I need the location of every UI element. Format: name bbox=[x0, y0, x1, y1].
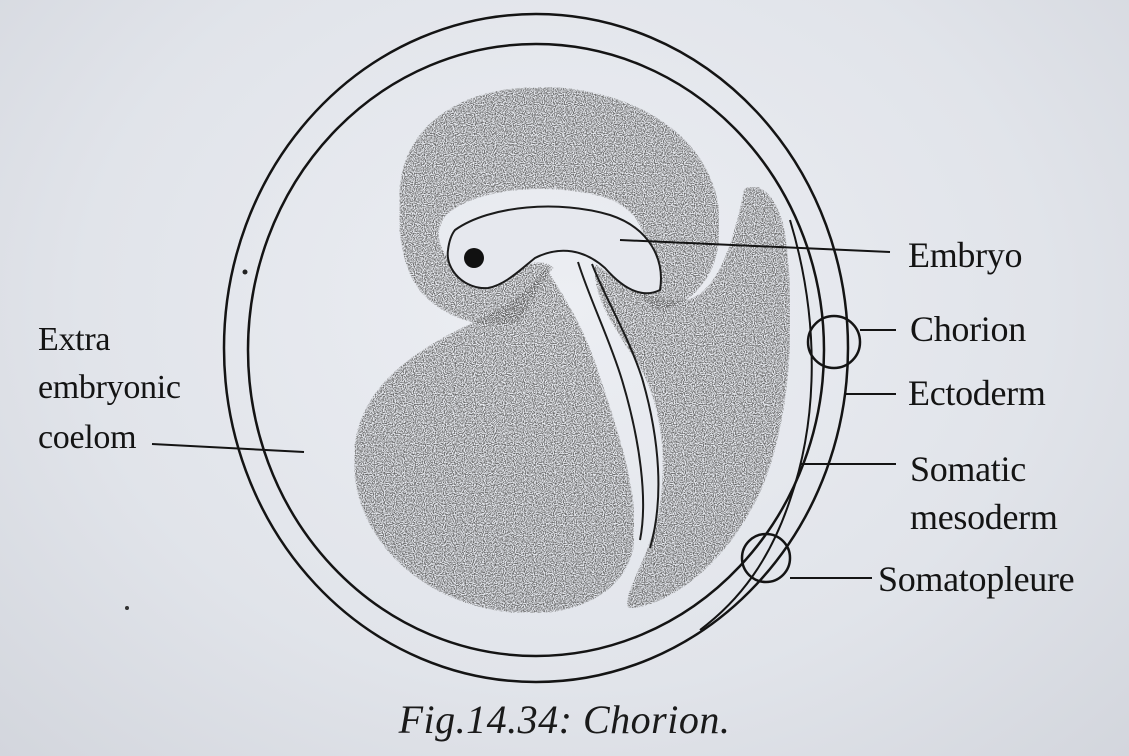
small-mark bbox=[243, 270, 248, 275]
label-extra-line3: coelom bbox=[38, 414, 136, 462]
label-chorion: Chorion bbox=[910, 308, 1026, 350]
label-extra-line2: embryonic bbox=[38, 364, 181, 412]
embryo-stippled-mass bbox=[355, 88, 790, 613]
embryo-dot bbox=[464, 248, 484, 268]
small-mark bbox=[125, 606, 129, 610]
label-embryo: Embryo bbox=[908, 234, 1022, 276]
extra-embryonic-coelom-leader-line bbox=[152, 444, 304, 452]
label-ectoderm: Ectoderm bbox=[908, 372, 1046, 414]
label-somatopleure: Somatopleure bbox=[878, 558, 1074, 600]
label-somatic-mesoderm-line2: mesoderm bbox=[910, 496, 1058, 538]
chorion-indicator-circle bbox=[808, 316, 860, 368]
label-extra-line1: Extra bbox=[38, 316, 110, 364]
label-somatic-mesoderm-line1: Somatic bbox=[910, 448, 1026, 490]
figure-caption: Fig.14.34: Chorion. bbox=[0, 696, 1129, 743]
